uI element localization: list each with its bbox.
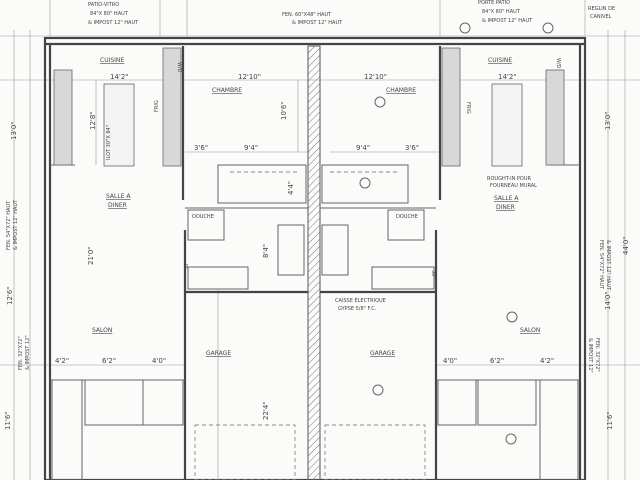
svg-text:84"X 80" HAUT: 84"X 80" HAUT xyxy=(90,11,129,17)
svg-text:14'0": 14'0" xyxy=(604,291,612,310)
svg-text:8'4": 8'4" xyxy=(262,244,270,258)
svg-text:14'2": 14'2" xyxy=(110,73,129,81)
svg-text:3'6": 3'6" xyxy=(405,144,419,152)
svg-text:FEN. 54"X72" HAUT: FEN. 54"X72" HAUT xyxy=(6,200,12,250)
svg-text:11'6": 11'6" xyxy=(4,411,12,430)
svg-text:DINER: DINER xyxy=(108,202,127,209)
svg-text:30": 30" xyxy=(430,270,436,279)
kitchen-cabinets xyxy=(53,47,565,167)
svg-text:CANIVEL: CANIVEL xyxy=(590,14,612,20)
svg-text:6'2": 6'2" xyxy=(490,357,504,365)
svg-text:FOURNEAU MURAL: FOURNEAU MURAL xyxy=(490,183,537,189)
svg-text:REGLIN DE: REGLIN DE xyxy=(588,6,615,12)
svg-text:& IMPOST 12" HAUT: & IMPOST 12" HAUT xyxy=(13,199,19,250)
svg-text:SALLE A: SALLE A xyxy=(494,195,519,202)
svg-text:CAISSE ÉLECTRIQUE: CAISSE ÉLECTRIQUE xyxy=(335,296,386,304)
party-wall xyxy=(307,45,321,480)
note-right-patio: PORTE PATIO 84"X 80" HAUT & IMPOST 12" H… xyxy=(478,0,533,24)
svg-text:DOUCHE: DOUCHE xyxy=(192,214,214,220)
stairs xyxy=(51,379,579,480)
svg-text:4'4": 4'4" xyxy=(287,181,295,195)
svg-text:CUISINE: CUISINE xyxy=(488,57,512,64)
svg-text:PORTE PATIO: PORTE PATIO xyxy=(478,0,510,6)
exterior-walls xyxy=(43,36,587,480)
svg-text:FEN. 54"X72" HAUT: FEN. 54"X72" HAUT xyxy=(598,240,604,290)
svg-text:4'2": 4'2" xyxy=(540,357,554,365)
svg-text:ROUGHT-IN POUR: ROUGHT-IN POUR xyxy=(487,176,532,182)
svg-text:SALON: SALON xyxy=(520,327,540,334)
svg-text:4'0": 4'0" xyxy=(152,357,166,365)
svg-text:GARAGE: GARAGE xyxy=(206,350,231,357)
svg-text:SALLE A: SALLE A xyxy=(106,193,131,200)
svg-text:FEN. 32"X72": FEN. 32"X72" xyxy=(18,336,24,370)
svg-text:FRIG: FRIG xyxy=(465,102,471,114)
svg-text:CUISINE: CUISINE xyxy=(100,57,124,64)
svg-text:9'4": 9'4" xyxy=(244,144,258,152)
svg-text:W/D: W/D xyxy=(555,58,561,69)
svg-text:DOUCHE: DOUCHE xyxy=(396,214,418,220)
svg-text:6'2": 6'2" xyxy=(102,357,116,365)
svg-text:FEN. 32"X72": FEN. 32"X72" xyxy=(594,338,600,372)
svg-text:& IMPOST 12" HAUT: & IMPOST 12" HAUT xyxy=(605,240,611,291)
svg-text:& IMPOST 12": & IMPOST 12" xyxy=(25,335,31,370)
room-labels-left: CUISINE CHAMBRE SALLE A DINER SALON GARA… xyxy=(92,57,242,357)
svg-text:9'4": 9'4" xyxy=(356,144,370,152)
svg-text:& IMPOST 12" HAUT: & IMPOST 12" HAUT xyxy=(482,18,533,24)
svg-text:FEN. 60"X48" HAUT: FEN. 60"X48" HAUT xyxy=(282,12,332,18)
svg-text:ILOT 30"X 84": ILOT 30"X 84" xyxy=(106,125,112,160)
svg-text:12'10": 12'10" xyxy=(238,73,261,81)
note-right-corner: REGLIN DE CANIVEL xyxy=(588,6,615,20)
svg-text:4'0": 4'0" xyxy=(443,357,457,365)
svg-text:SALON: SALON xyxy=(92,327,112,334)
svg-text:3'6": 3'6" xyxy=(194,144,208,152)
svg-text:12'6": 12'6" xyxy=(6,286,14,305)
svg-text:22'4": 22'4" xyxy=(262,401,270,420)
note-center-window: FEN. 60"X48" HAUT & IMPOST 12" HAUT xyxy=(282,12,343,26)
note-left-patio: PATIO-VITRO 84"X 80" HAUT & IMPOST 12" H… xyxy=(88,2,139,26)
svg-text:10'6": 10'6" xyxy=(280,101,288,120)
svg-text:PATIO-VITRO: PATIO-VITRO xyxy=(88,2,119,8)
svg-text:13'0": 13'0" xyxy=(10,121,18,140)
svg-text:& IMPOST 12" HAUT: & IMPOST 12" HAUT xyxy=(292,20,343,26)
svg-text:CHAMBRE: CHAMBRE xyxy=(212,87,242,94)
dimensions-right: 14'2" 12'10" 9'4" 3'6" 4'0" 6'2" 4'2" 13… xyxy=(356,73,630,430)
svg-text:30": 30" xyxy=(184,261,190,270)
svg-text:& IMPOST 12": & IMPOST 12" xyxy=(587,338,593,373)
svg-text:DINER: DINER xyxy=(496,204,515,211)
light-fixtures xyxy=(359,22,554,445)
note-rough-in: ROUGHT-IN POUR FOURNEAU MURAL xyxy=(487,176,537,189)
dimensions-left: 14'2" 12'8" 12'10" 10'6" 3'6" 9'4" 4'4" … xyxy=(4,73,295,430)
svg-text:21'0": 21'0" xyxy=(87,246,95,265)
svg-text:W/D: W/D xyxy=(176,62,182,73)
svg-text:11'6": 11'6" xyxy=(606,411,614,430)
svg-text:FRIG: FRIG xyxy=(154,100,160,112)
note-electrical: CAISSE ÉLECTRIQUE GYPSE 5/8" F.C. xyxy=(335,296,386,312)
svg-text:14'2": 14'2" xyxy=(498,73,517,81)
svg-text:12'8": 12'8" xyxy=(89,111,97,130)
svg-text:84"X 80" HAUT: 84"X 80" HAUT xyxy=(482,9,521,15)
svg-text:44'0": 44'0" xyxy=(622,236,630,255)
svg-text:CHAMBRE: CHAMBRE xyxy=(386,87,416,94)
svg-text:GARAGE: GARAGE xyxy=(370,350,395,357)
svg-text:4'2": 4'2" xyxy=(55,357,69,365)
note-side-windows: FEN. 54"X72" HAUT & IMPOST 12" HAUT FEN.… xyxy=(6,199,611,373)
svg-text:GYPSE 5/8" F.C.: GYPSE 5/8" F.C. xyxy=(338,306,377,312)
svg-text:12'10": 12'10" xyxy=(364,73,387,81)
svg-text:& IMPOST 12" HAUT: & IMPOST 12" HAUT xyxy=(88,20,139,26)
room-labels-right: CUISINE CHAMBRE SALLE A DINER SALON GARA… xyxy=(370,57,561,357)
svg-text:13'0": 13'0" xyxy=(604,111,612,130)
